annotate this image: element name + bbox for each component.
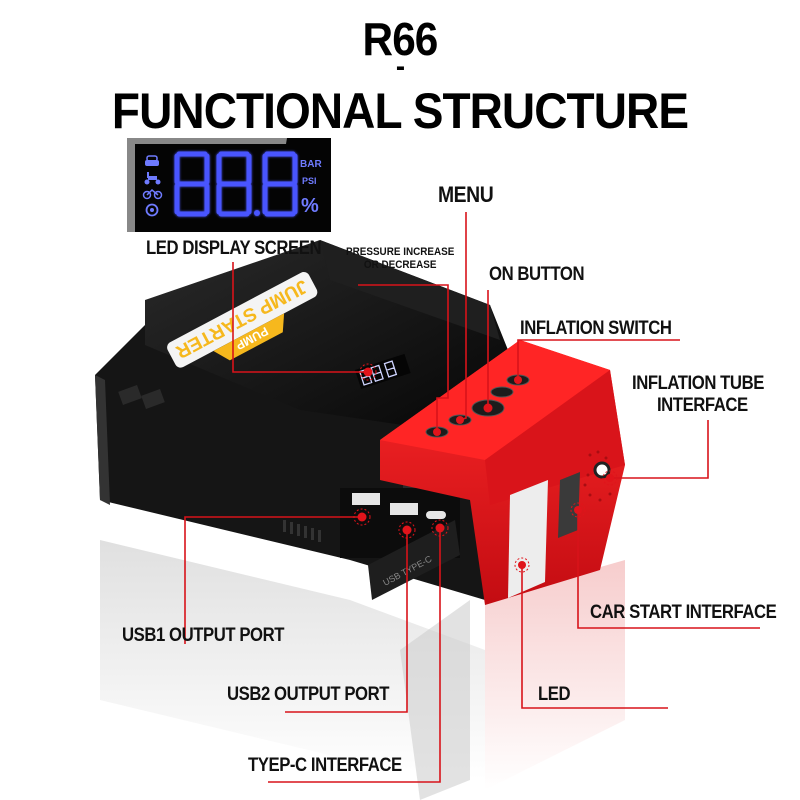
bicycle-icon	[142, 188, 163, 200]
car-start-port	[558, 472, 580, 538]
label-pressure-line2: OR DECREASE	[363, 259, 437, 271]
port-cover-flap	[368, 520, 460, 600]
ball-icon	[145, 203, 159, 217]
model-title: R66	[362, 13, 439, 65]
label-inflation-switch: INFLATION SWITCH	[520, 318, 672, 339]
typec-port	[426, 511, 446, 519]
label-on-button: ON BUTTON	[489, 264, 585, 285]
label-usb1-output-port: USB1 OUTPUT PORT	[122, 625, 285, 646]
unit-bar: BAR	[300, 159, 322, 170]
car-icon	[145, 155, 159, 166]
vent-slots	[283, 520, 321, 542]
label-inflation-tube-line2: INTERFACE	[656, 395, 748, 416]
product-body-black: JUMP STARTER PUMP USB TYPE-C	[95, 240, 520, 600]
label-inflation-tube-line1: INFLATION TUBE	[632, 373, 764, 394]
usb1-port	[352, 493, 380, 505]
scooter-icon	[144, 172, 161, 185]
label-pressure-increase-decrease: PRESSURE INCREASE OR DECREASE	[346, 246, 454, 272]
product-reflection	[100, 540, 625, 800]
unit-psi: PSI	[302, 176, 317, 186]
label-pressure-line1: PRESSURE INCREASE	[346, 246, 455, 258]
leader-lines	[184, 212, 760, 783]
page-title: FUNCTIONAL STRUCTURE	[111, 83, 689, 139]
label-inflation-tube-interface: INFLATION TUBE INTERFACE	[632, 373, 764, 417]
unit-percent: %	[301, 195, 319, 217]
inflation-tube-port	[593, 461, 611, 479]
label-led-display-screen: LED DISPLAY SCREEN	[146, 238, 322, 259]
usb2-port	[390, 503, 418, 515]
label-led: LED	[538, 684, 571, 705]
label-typec-interface: TYEP-C INTERFACE	[248, 755, 402, 776]
title-separator: -	[395, 50, 405, 83]
lcd-digits	[174, 151, 298, 217]
callout-markers	[353, 363, 618, 573]
label-menu: MENU	[438, 182, 494, 207]
label-usb2-output-port: USB2 OUTPUT PORT	[227, 684, 390, 705]
label-car-start-interface: CAR START INTERFACE	[590, 602, 777, 623]
lcd-display-illustration: BAR PSI %	[127, 138, 331, 232]
led-light-panel	[508, 480, 548, 598]
